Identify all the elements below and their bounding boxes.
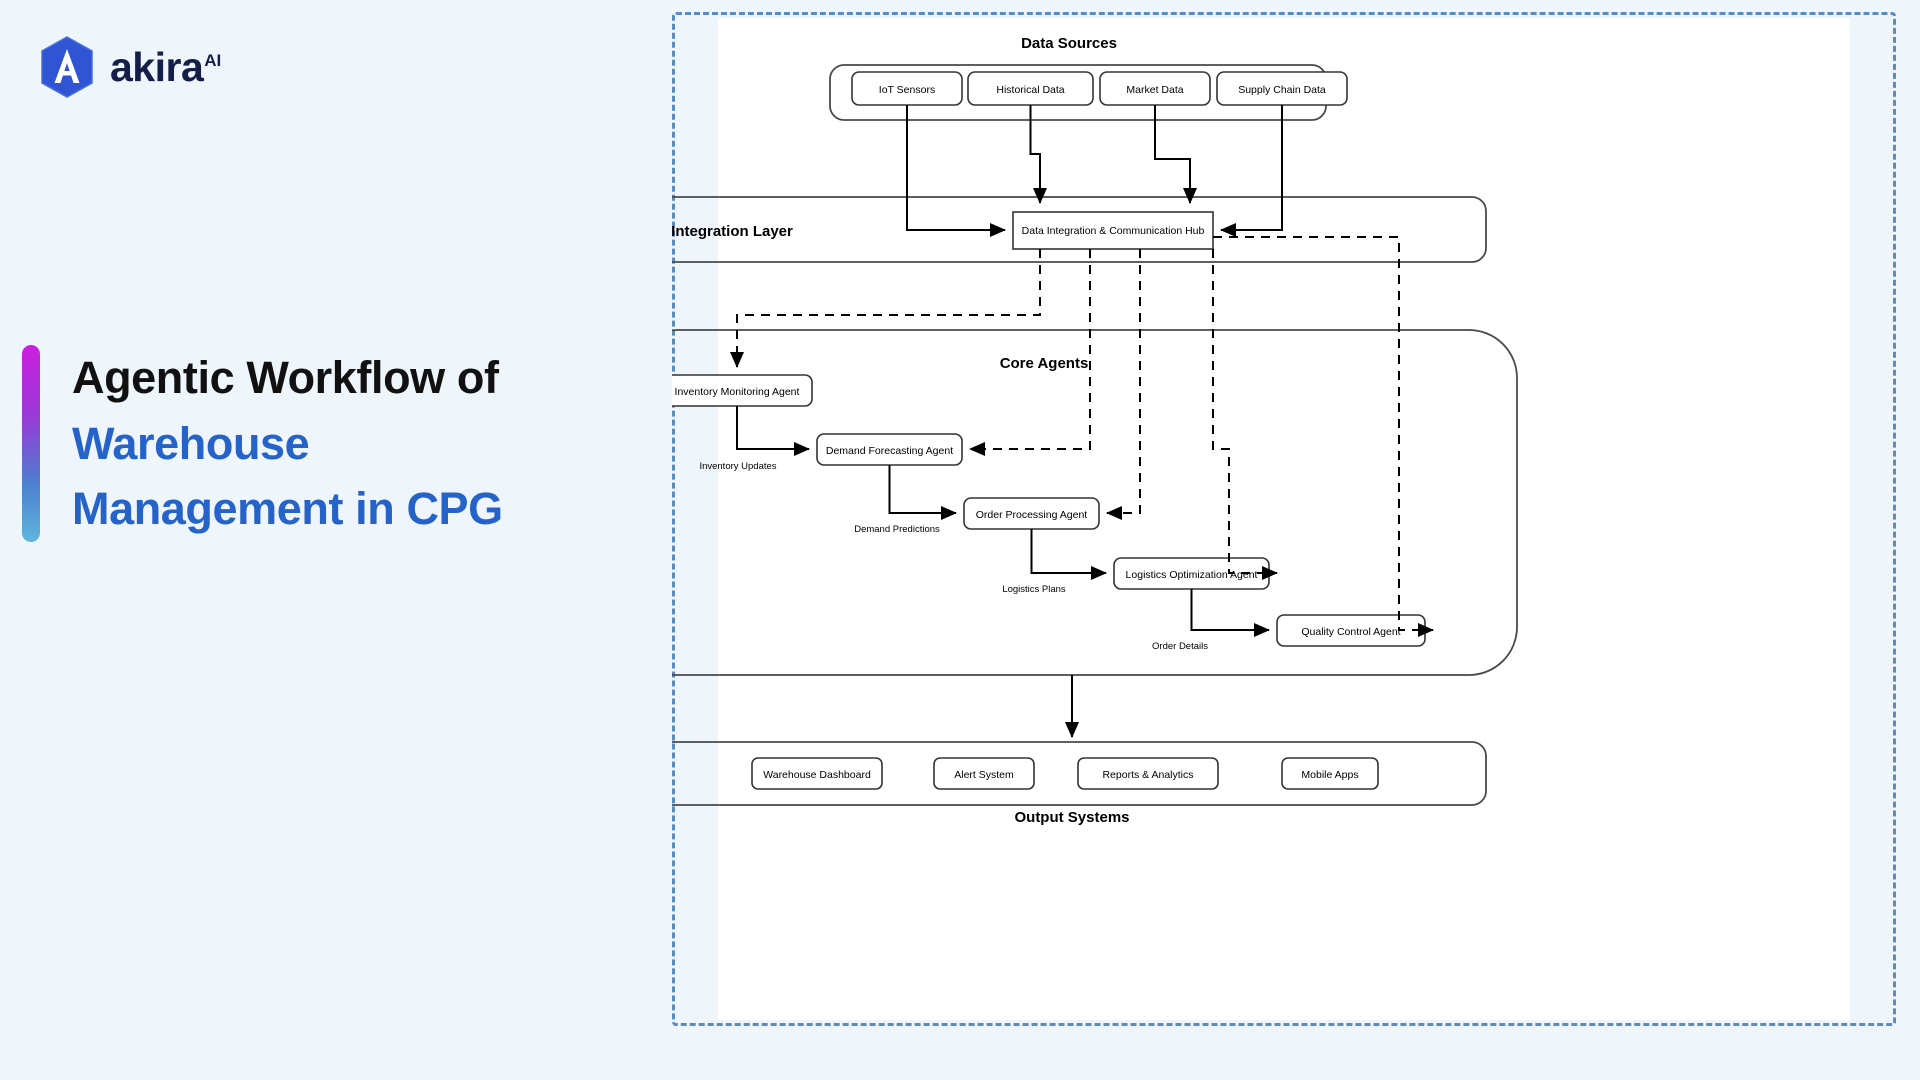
edge-order-details: [1190, 589, 1270, 637]
title-line-1: Agentic Workflow of: [72, 352, 499, 403]
edge-label-logistics-plans: Logistics Plans: [1002, 584, 1066, 595]
edge-iot-sensors-to-hub: [906, 105, 1006, 237]
edge-hub-to-order-processing-agent: [1106, 249, 1141, 520]
node-label-alert-system: Alert System: [954, 769, 1014, 781]
edge-market-data-to-hub: [1154, 105, 1197, 204]
node-mobile-apps[interactable]: [1281, 757, 1379, 790]
akira-hexagon-logo-icon: [41, 36, 93, 98]
node-label-order-processing-agent: Order Processing Agent: [976, 509, 1088, 521]
node-label-historical-data: Historical Data: [996, 84, 1064, 96]
output-systems-container: [672, 741, 1487, 806]
edge-label-inventory-updates: Inventory Updates: [699, 461, 776, 472]
edge-hub-to-inventory-monitoring-agent: [730, 249, 1041, 368]
node-label-inventory-monitoring-agent: Inventory Monitoring Agent: [675, 386, 800, 398]
node-label-logistics-optimization-agent: Logistics Optimization Agent: [1126, 569, 1258, 581]
brand-logo: akiraAI: [38, 36, 221, 98]
edge-hub-to-logistics-optimization-agent: [1212, 249, 1278, 580]
edge-label-order-details: Order Details: [1152, 641, 1208, 652]
edge-hub-to-quality-control-agent: [1213, 236, 1434, 637]
node-reports-analytics[interactable]: [1077, 757, 1219, 790]
edge-label-demand-predictions: Demand Predictions: [854, 524, 940, 535]
node-label-supply-chain-data: Supply Chain Data: [1238, 84, 1326, 96]
page-title: Agentic Workflow of Warehouse Management…: [22, 345, 503, 543]
node-label-demand-forecasting-agent: Demand Forecasting Agent: [826, 445, 953, 457]
title-text: Agentic Workflow of Warehouse Management…: [72, 345, 503, 542]
node-label-warehouse-dashboard: Warehouse Dashboard: [763, 769, 871, 781]
group-label-integration-layer: Integration Layer: [672, 223, 793, 240]
edge-historical-data-to-hub: [1029, 105, 1047, 204]
integration-layer-container: [672, 196, 1487, 263]
node-label-reports-analytics: Reports & Analytics: [1102, 769, 1193, 781]
accent-gradient-bar: [22, 345, 40, 543]
brand-wordmark: akiraAI: [110, 43, 222, 90]
edge-hub-to-demand-forecasting-agent: [969, 249, 1091, 456]
node-label-data-integration-hub: Data Integration & Communication Hub: [1022, 225, 1205, 237]
node-warehouse-dashboard[interactable]: [751, 757, 883, 790]
group-label-output-systems: Output Systems: [1014, 809, 1129, 826]
diagram-dashed-frame: [672, 12, 1896, 1026]
edge-inventory-updates: [736, 406, 810, 456]
edge-logistics-plans: [1030, 529, 1107, 580]
node-label-iot-sensors: IoT Sensors: [879, 84, 935, 96]
brand-superscript: AI: [204, 50, 222, 70]
node-alert-system[interactable]: [933, 757, 1035, 790]
node-data-integration-hub[interactable]: [1012, 211, 1214, 250]
edge-demand-predictions: [888, 465, 957, 520]
group-label-core-agents: Core Agents: [1000, 355, 1089, 372]
group-label-data-sources: Data Sources: [1021, 35, 1117, 52]
node-label-quality-control-agent: Quality Control Agent: [1301, 626, 1400, 638]
title-line-2: Warehouse: [72, 417, 310, 469]
title-line-3: Management in CPG: [72, 483, 503, 535]
edge-supply-chain-data-to-hub: [1220, 105, 1283, 237]
brand-name: akira: [110, 43, 204, 90]
node-label-mobile-apps: Mobile Apps: [1301, 769, 1358, 781]
workflow-diagram: Data Sources IoT Sensors Historical Data…: [672, 35, 1518, 826]
node-label-market-data: Market Data: [1126, 84, 1183, 96]
